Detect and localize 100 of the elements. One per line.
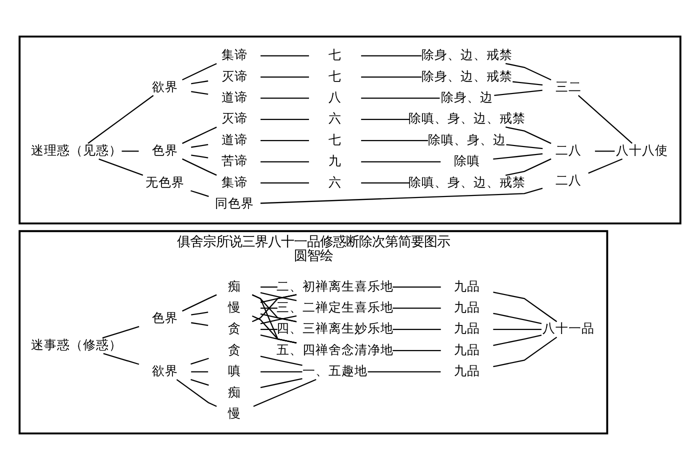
connector	[361, 140, 428, 142]
connector	[260, 371, 302, 372]
connector	[392, 350, 441, 352]
connector	[493, 292, 558, 322]
node-text: 迷事惑（修惑）	[30, 337, 122, 352]
connector	[493, 328, 542, 330]
node-text: 欲界	[152, 78, 178, 94]
connector	[506, 144, 543, 150]
connector	[260, 140, 309, 142]
node-text: 灭谛	[221, 68, 248, 84]
node-text: 欲界	[152, 363, 178, 378]
connector	[260, 188, 543, 204]
connector	[191, 322, 208, 326]
connector	[361, 98, 440, 99]
node-text: 除嗔、身、边	[428, 132, 506, 147]
connector	[191, 154, 208, 158]
node-text: 六	[328, 174, 342, 190]
connector	[260, 356, 302, 366]
cluster	[18, 36, 682, 224]
connector	[493, 334, 542, 346]
node-text: 慢	[228, 299, 241, 314]
connector	[494, 90, 542, 96]
connector	[260, 76, 309, 78]
connector	[191, 144, 208, 148]
connector	[260, 315, 297, 324]
node-text: 三二	[556, 78, 582, 94]
connector	[182, 158, 217, 176]
connector	[103, 353, 140, 365]
node-text: 贪	[228, 342, 241, 357]
node-text: 同色界	[214, 195, 254, 210]
node-text: 除身、边	[441, 89, 494, 104]
node-text: 除嗔	[454, 153, 480, 168]
connector	[505, 62, 552, 80]
node-text: 九品	[454, 363, 480, 378]
node-text: 苦谛	[221, 153, 248, 168]
connector	[182, 63, 217, 80]
connector	[88, 95, 154, 144]
node-text: 七	[328, 132, 342, 147]
node-text: 痴	[228, 278, 241, 294]
connector	[361, 182, 410, 184]
connector	[361, 76, 422, 78]
connector	[252, 315, 297, 344]
connector	[260, 118, 309, 120]
connector	[260, 292, 297, 302]
connector	[260, 161, 309, 162]
connector	[190, 358, 209, 365]
connector	[260, 378, 302, 388]
connector	[260, 182, 309, 184]
connector	[122, 150, 139, 152]
node-text: 除身、边、戒禁	[422, 68, 513, 84]
connector	[176, 379, 217, 407]
node-text: 二、初禅离生喜乐地	[276, 278, 394, 294]
node-text: 八十八使	[616, 142, 668, 158]
connector	[98, 158, 144, 176]
node-text: 九品	[454, 342, 480, 357]
connector	[578, 94, 632, 144]
connector	[260, 328, 278, 330]
connector	[190, 379, 209, 386]
node-text: 集谛	[221, 174, 248, 190]
connector	[392, 286, 441, 288]
connector	[493, 153, 543, 160]
connector	[252, 294, 297, 344]
connector	[361, 118, 410, 120]
node-text: 九	[328, 153, 342, 168]
connector	[260, 334, 297, 344]
node-text: 贪	[228, 320, 241, 336]
node-text: 六	[328, 110, 342, 126]
connector	[182, 126, 217, 144]
node-text: 四、三禅离生妙乐地	[276, 320, 394, 336]
node-text: 九品	[454, 320, 480, 336]
connector	[493, 312, 542, 324]
node-text: 色界	[152, 310, 178, 326]
connector	[260, 308, 278, 309]
node-text: 迷理惑（见惑）	[30, 142, 122, 158]
connector	[260, 286, 278, 288]
connector	[392, 328, 441, 330]
node-text: 灭谛	[221, 110, 248, 126]
connector	[191, 371, 208, 372]
node-text: 慢	[228, 405, 241, 420]
connector	[190, 190, 209, 197]
connector	[368, 371, 441, 372]
connector	[588, 158, 623, 174]
connector	[512, 81, 543, 86]
node-text: 七	[328, 47, 342, 62]
connector	[361, 55, 422, 56]
connector	[191, 91, 208, 95]
node-text: 无色界	[146, 174, 185, 190]
connector	[361, 161, 441, 162]
connector	[102, 326, 140, 339]
connector	[260, 55, 309, 56]
node-text: 道谛	[221, 89, 248, 104]
connector	[505, 158, 552, 176]
connector	[260, 98, 309, 99]
node-text: 除嗔、身、边、戒禁	[408, 110, 526, 126]
node-text: 除身、边、戒禁	[422, 47, 513, 62]
node-text: 九品	[454, 278, 480, 294]
node-text: 二八	[556, 142, 582, 158]
node-text: 道谛	[221, 132, 248, 147]
connector	[191, 312, 208, 316]
node-text: 一、五趣地	[302, 363, 368, 378]
